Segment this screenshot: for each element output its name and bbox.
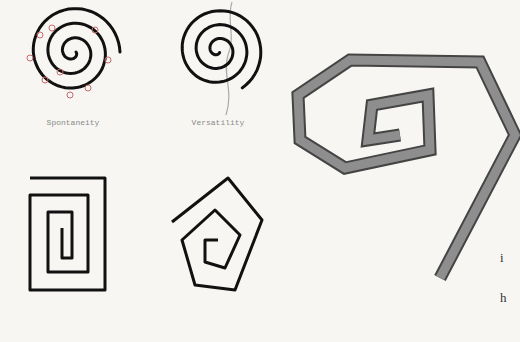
red-marks [27,25,111,98]
red-mark [85,85,91,91]
red-mark [42,77,48,83]
red-mark [105,57,111,63]
figure-label: h [500,290,507,306]
red-mark [37,32,43,38]
red-mark [49,25,55,31]
round-spiral [182,11,261,88]
red-mark [92,27,98,33]
figure-label: Versatility [192,118,245,127]
ribbon-face [298,60,515,278]
figure-label: i [500,250,504,266]
figure-label: Spontaneity [47,118,100,127]
ribbon-spiral [298,60,515,278]
square-spiral [30,178,105,290]
red-mark [57,69,63,75]
red-mark [67,92,73,98]
red-mark [27,55,33,61]
round-spiral [33,9,120,88]
polygon-spiral [172,178,262,290]
